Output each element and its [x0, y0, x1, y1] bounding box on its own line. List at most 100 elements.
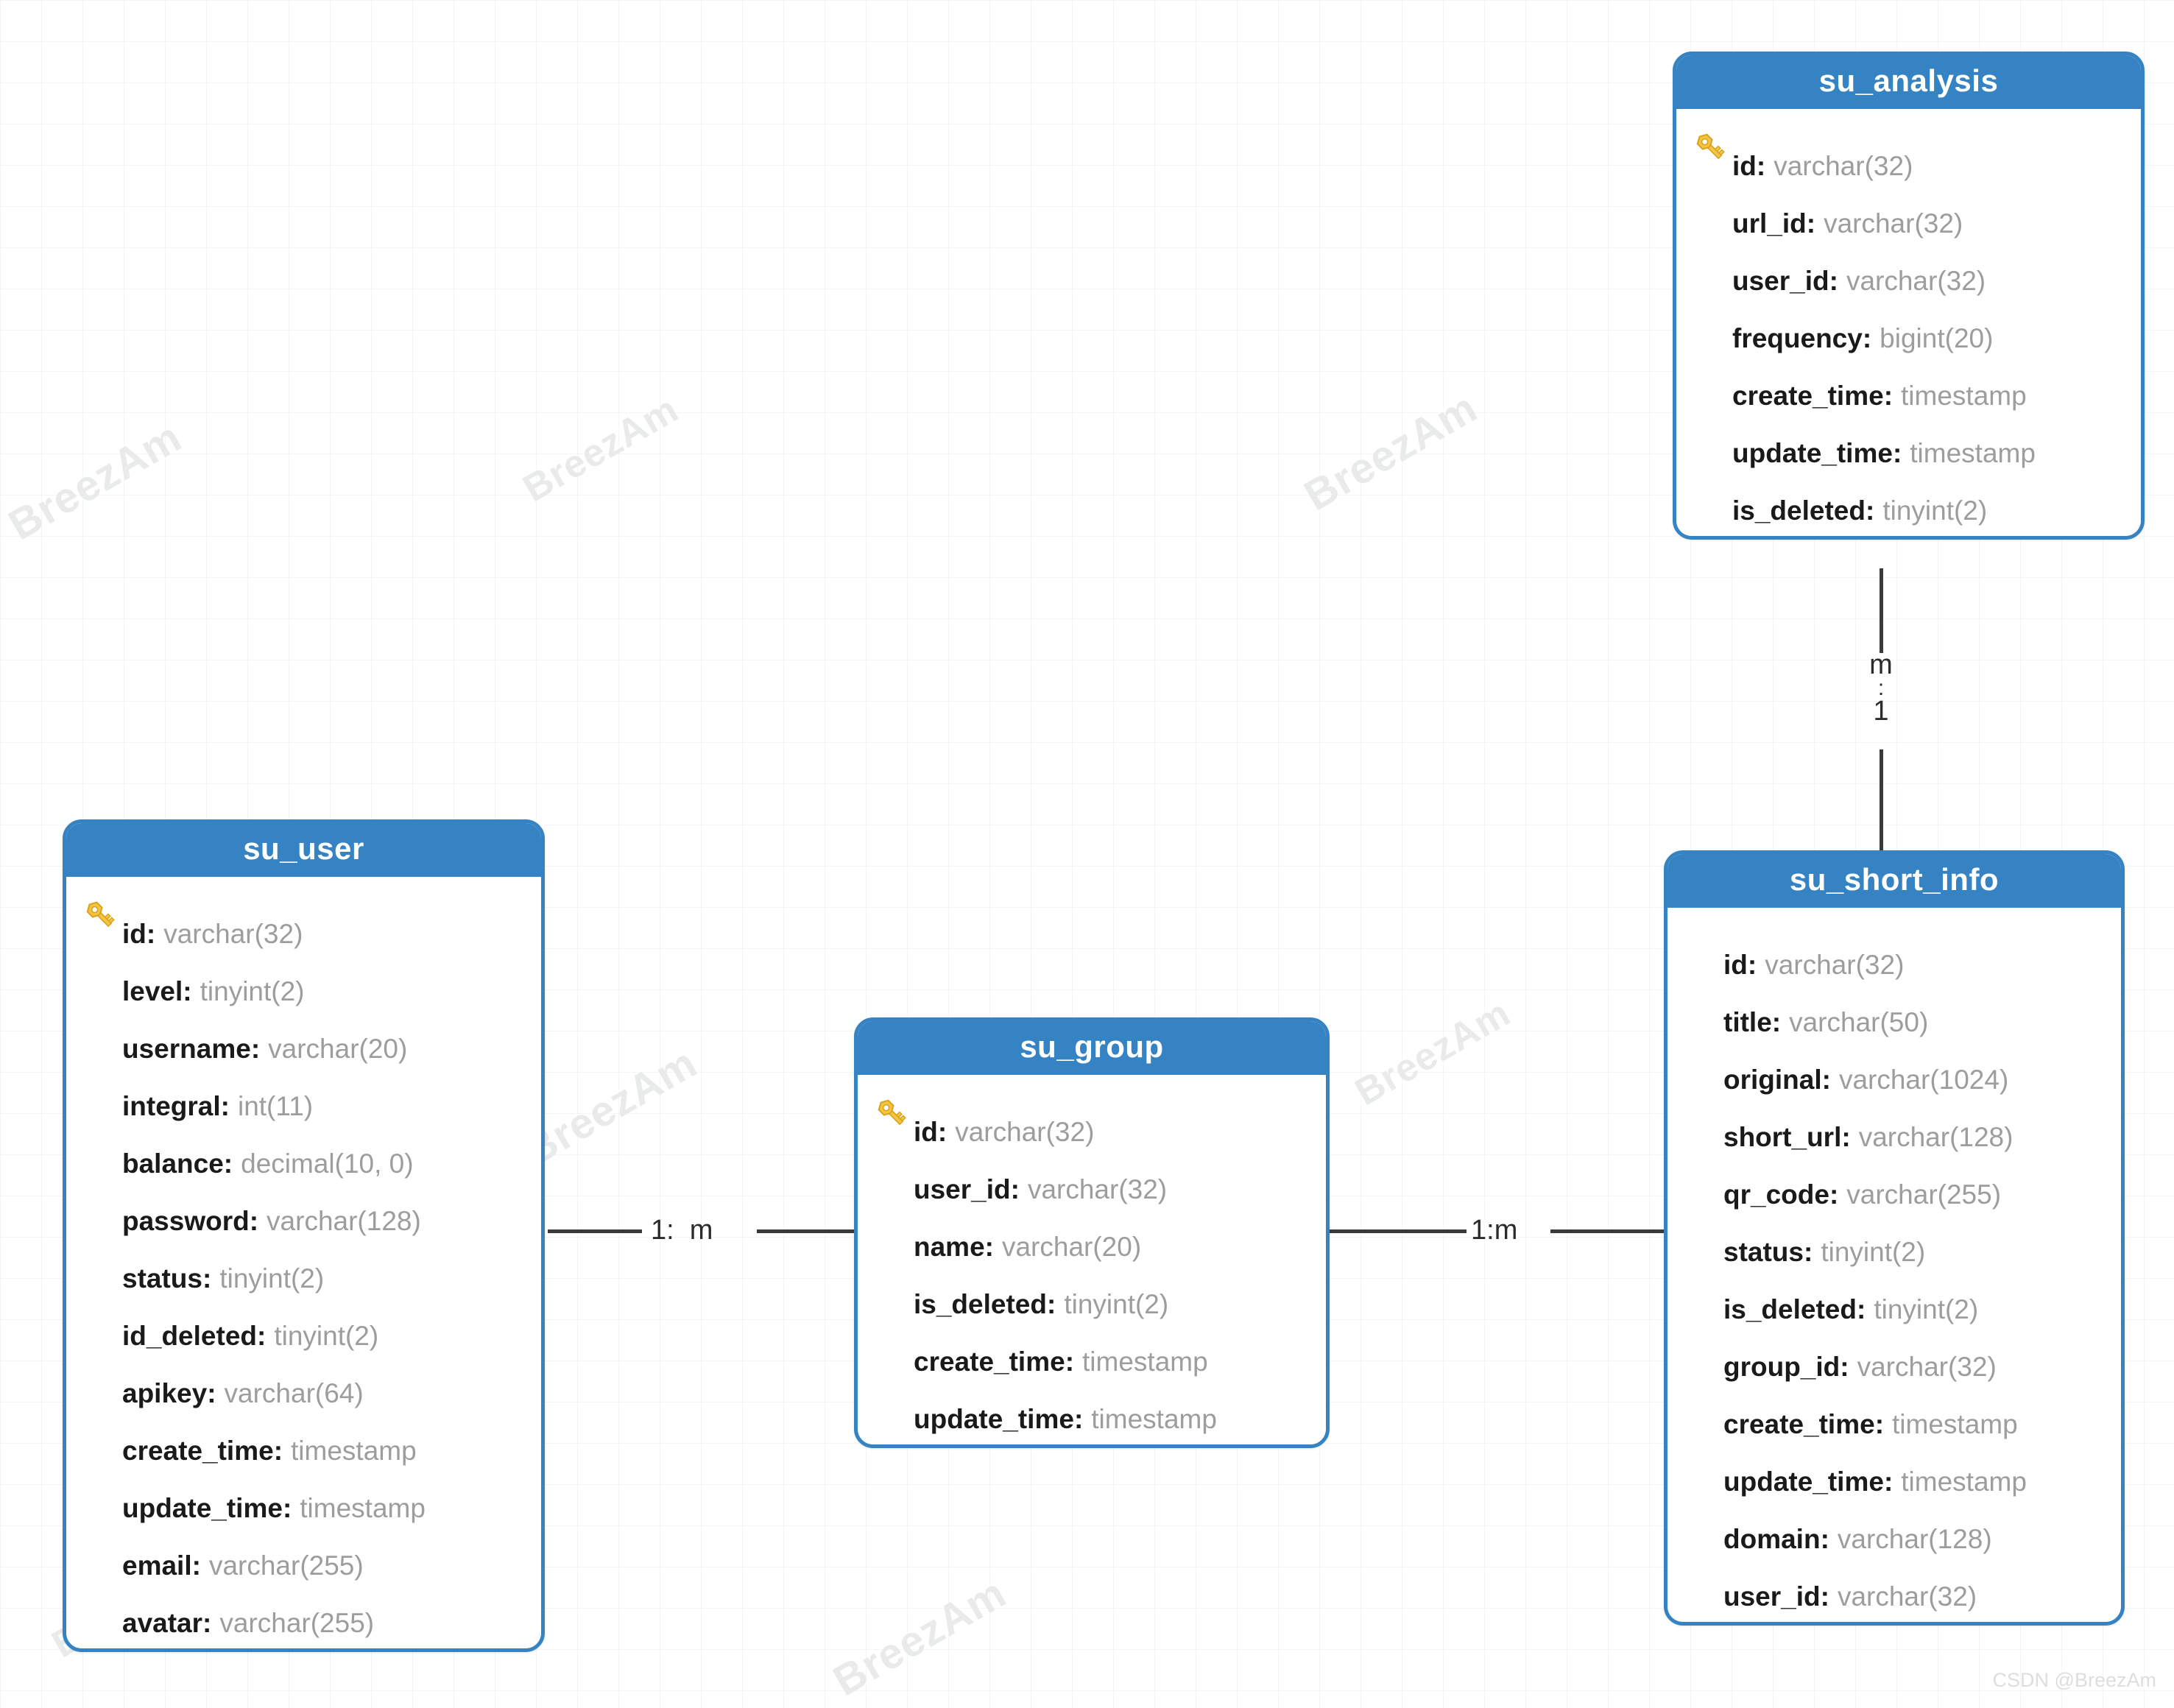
field-row: password:varchar(128) — [80, 1173, 528, 1236]
field-type: timestamp — [1091, 1404, 1217, 1435]
field-separator: : — [1841, 1122, 1851, 1153]
field-name: username — [122, 1034, 251, 1065]
entity-fields-su-user: id:varchar(32)level:tinyint(2)username:v… — [66, 877, 541, 1649]
field-name: domain — [1723, 1524, 1821, 1555]
field-indent-slot — [1690, 290, 1732, 347]
field-separator: : — [1829, 1179, 1839, 1210]
primary-key-slot — [80, 886, 122, 943]
field-row: short_url:varchar(128) — [1681, 1089, 2108, 1152]
field-type: tinyint(2) — [274, 1321, 379, 1352]
field-separator: : — [220, 1091, 230, 1122]
field-type: varchar(32) — [1774, 151, 1913, 182]
primary-key-icon — [86, 901, 115, 928]
field-name: id — [122, 919, 147, 950]
field-separator: : — [1806, 208, 1816, 239]
field-row: avatar:varchar(255) — [80, 1575, 528, 1638]
field-name: update_time — [1723, 1467, 1884, 1497]
cardinality-label-group-shortinfo: 1:m — [1471, 1215, 1518, 1246]
field-name: update_time — [914, 1404, 1074, 1435]
field-name: status — [1723, 1237, 1804, 1268]
field-indent-slot — [1681, 1261, 1723, 1319]
field-row: qr_code:varchar(255) — [1681, 1146, 2108, 1210]
entity-fields-su-analysis: id:varchar(32)url_id:varchar(32)user_id:… — [1676, 109, 2141, 537]
field-row: user_id:varchar(32) — [1690, 233, 2128, 296]
field-separator: : — [1010, 1174, 1020, 1205]
field-row: status:tinyint(2) — [80, 1230, 528, 1294]
field-separator: : — [183, 976, 192, 1007]
field-indent-slot — [80, 1460, 122, 1517]
watermark: BreezAm — [1348, 991, 1518, 1115]
field-indent-slot — [1681, 1204, 1723, 1261]
field-row: update_time:timestamp — [871, 1371, 1313, 1434]
field-type: timestamp — [1082, 1347, 1208, 1377]
field-indent-slot — [1681, 917, 1723, 974]
field-type: tinyint(2) — [1882, 495, 1988, 526]
field-name: short_url — [1723, 1122, 1842, 1153]
entity-title-su-user: su_user — [66, 823, 541, 878]
field-separator: : — [202, 1263, 212, 1294]
field-type: timestamp — [1901, 381, 2027, 412]
field-separator: : — [1883, 381, 1894, 412]
field-name: level — [122, 976, 183, 1007]
watermark: BreezAm — [1296, 383, 1486, 520]
field-indent-slot — [871, 1199, 914, 1256]
field-name: create_time — [122, 1436, 274, 1467]
field-type: varchar(32) — [1027, 1174, 1168, 1205]
field-name: is_deleted — [914, 1289, 1047, 1320]
field-separator: : — [1821, 1065, 1831, 1095]
field-name: id_deleted — [122, 1321, 257, 1352]
field-row: email:varchar(255) — [80, 1517, 528, 1581]
entity-table-su-user[interactable]: su_user id:varchar(32)level:tinyint(2)us… — [63, 819, 545, 1653]
field-separator: : — [1829, 266, 1838, 297]
field-name: avatar — [122, 1608, 203, 1639]
field-name: integral — [122, 1091, 221, 1122]
field-type: timestamp — [1892, 1409, 2018, 1440]
entity-table-su-analysis[interactable]: su_analysis id:varchar(32)url_id:varchar… — [1673, 52, 2145, 540]
field-name: frequency — [1732, 323, 1863, 354]
field-indent-slot — [80, 1402, 122, 1460]
field-type: decimal(10, 0) — [241, 1148, 414, 1179]
field-type: varchar(64) — [224, 1378, 364, 1409]
field-row: is_deleted:tinyint(2) — [1690, 462, 2128, 526]
field-indent-slot — [80, 1575, 122, 1632]
field-type: varchar(1024) — [1838, 1065, 2009, 1095]
field-type: varchar(20) — [1001, 1232, 1142, 1263]
field-row: update_time:timestamp — [1690, 405, 2128, 468]
entity-table-su-short-info[interactable]: su_short_info id:varchar(32)title:varcha… — [1664, 850, 2125, 1626]
field-separator: : — [191, 1550, 201, 1581]
connector-analysis-shortinfo-top — [1880, 568, 1883, 653]
cardinality-one: 1 — [1873, 695, 1889, 727]
field-indent-slot — [1681, 1491, 1723, 1548]
field-row: is_deleted:tinyint(2) — [1681, 1261, 2108, 1324]
field-row: id:varchar(32) — [80, 886, 528, 949]
field-separator: : — [1865, 495, 1875, 526]
field-type: timestamp — [1901, 1467, 2027, 1497]
field-type: varchar(128) — [1837, 1524, 1992, 1555]
field-name: name — [914, 1232, 985, 1263]
field-separator: : — [257, 1321, 267, 1352]
entity-table-su-group[interactable]: su_group id:varchar(32)user_id:varchar(3… — [854, 1017, 1330, 1449]
field-type: varchar(32) — [955, 1117, 1095, 1148]
field-separator: : — [273, 1436, 283, 1467]
field-type: varchar(128) — [267, 1206, 421, 1237]
field-indent-slot — [1681, 1376, 1723, 1433]
field-indent-slot — [1681, 1319, 1723, 1376]
field-row: id:varchar(32) — [1690, 118, 2128, 181]
field-indent-slot — [80, 1230, 122, 1288]
field-type: tinyint(2) — [1874, 1294, 1979, 1325]
watermark: BreezAm — [1, 412, 190, 550]
field-indent-slot — [80, 1288, 122, 1345]
field-separator: : — [223, 1148, 233, 1179]
field-indent-slot — [871, 1313, 914, 1371]
field-type: varchar(32) — [1837, 1581, 1977, 1612]
field-type: int(11) — [237, 1091, 314, 1122]
field-indent-slot — [1681, 974, 1723, 1031]
field-row: create_time:timestamp — [871, 1313, 1313, 1377]
primary-key-icon — [878, 1099, 906, 1126]
connector-user-group-left — [548, 1229, 642, 1233]
field-row: is_deleted:tinyint(2) — [871, 1256, 1313, 1319]
field-name: group_id — [1723, 1352, 1841, 1383]
field-row: name:varchar(20) — [871, 1199, 1313, 1262]
connector-user-group-right — [757, 1229, 854, 1233]
